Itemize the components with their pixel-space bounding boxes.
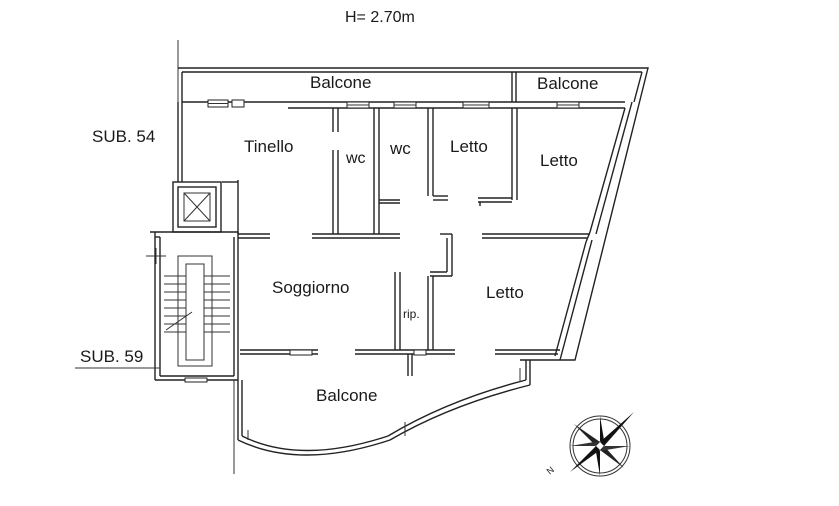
room-rip: rip.	[403, 307, 420, 321]
room-balcone-bottom: Balcone	[316, 386, 377, 405]
room-balcone-top: Balcone	[310, 73, 371, 92]
compass-rose: N	[545, 412, 634, 477]
room-letto-1: Letto	[450, 137, 488, 156]
stair-and-lift	[146, 181, 239, 383]
bottom-windows	[289, 349, 427, 356]
ceiling-height-label: H= 2.70m	[345, 9, 415, 26]
top-windows	[207, 99, 580, 109]
bottom-balcony	[237, 360, 531, 456]
room-tinello: Tinello	[244, 137, 293, 156]
room-wc-2: wc	[389, 139, 411, 158]
room-letto-3: Letto	[486, 283, 524, 302]
sub-54-label: SUB. 54	[92, 127, 155, 146]
compass-north-letter: N	[545, 465, 556, 477]
room-wc-1: wc	[345, 150, 366, 167]
room-letto-2: Letto	[540, 151, 578, 170]
sub-59-label: SUB. 59	[80, 347, 143, 366]
room-balcone-top-right: Balcone	[537, 74, 598, 93]
room-soggiorno: Soggiorno	[272, 278, 350, 297]
